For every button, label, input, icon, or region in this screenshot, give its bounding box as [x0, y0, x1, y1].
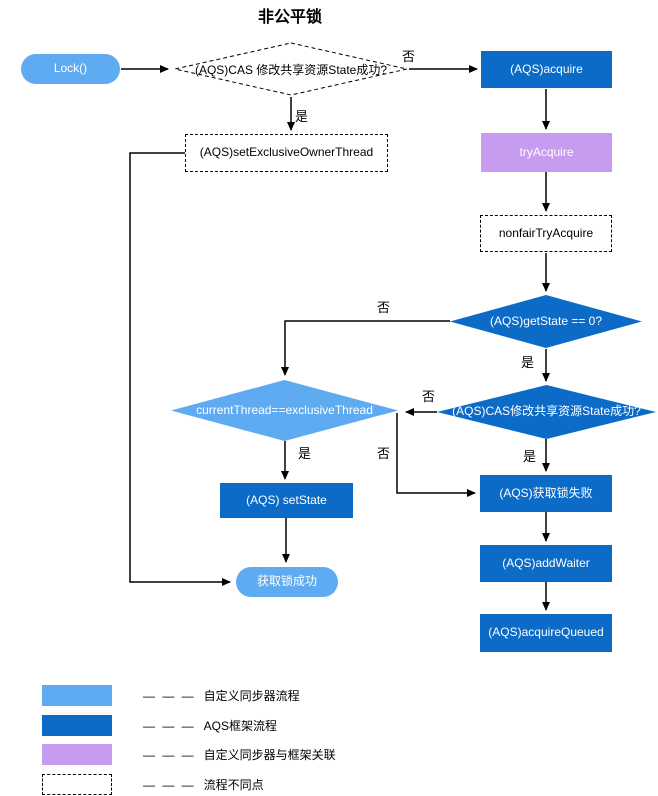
legend-text: 流程不同点: [203, 778, 264, 792]
legend-item-custom-sync-flow: — — — 自定义同步器流程: [143, 685, 300, 706]
node-add-waiter: (AQS)addWaiter: [480, 545, 612, 582]
edge-label-yes-top: 是: [295, 109, 309, 124]
edge-label-no-current: 否: [377, 446, 391, 461]
decision-cas-top-label: (AQS)CAS 修改共享资源State成功?: [194, 62, 388, 77]
edge-label-yes-cas: 是: [523, 449, 537, 464]
decision-cas-state: (AQS)CAS修改共享资源State成功?: [437, 385, 656, 439]
node-set-state: (AQS) setState: [220, 483, 353, 518]
legend-swatch-light-blue: [42, 685, 112, 706]
node-acquire: (AQS)acquire: [481, 51, 612, 88]
legend-swatch-purple: [42, 744, 112, 765]
end-node-success: 获取锁成功: [236, 567, 338, 597]
node-nonfair-try-acquire: nonfairTryAcquire: [480, 215, 612, 252]
legend-text: 自定义同步器与框架关联: [203, 748, 336, 762]
node-try-acquire: tryAcquire: [481, 133, 612, 172]
decision-get-state: (AQS)getState == 0?: [450, 295, 642, 348]
edge-label-no-getstate: 否: [377, 300, 391, 315]
legend-item-aqs-flow: — — — AQS框架流程: [143, 715, 277, 736]
legend-swatch-dark-blue: [42, 715, 112, 736]
edge-label-no-top: 否: [402, 49, 416, 64]
legend-text: AQS框架流程: [203, 719, 278, 733]
legend-swatch-dashed: [42, 774, 112, 795]
legend-item-custom-framework-link: — — — 自定义同步器与框架关联: [143, 744, 336, 765]
node-acquire-fail: (AQS)获取锁失败: [480, 475, 612, 512]
legend-dash: — — —: [143, 777, 196, 792]
legend-item-flow-difference: — — — 流程不同点: [143, 774, 264, 795]
diagram-title: 非公平锁: [257, 9, 322, 26]
legend-dash: — — —: [143, 688, 196, 703]
decision-cas-top: (AQS)CAS 修改共享资源State成功?: [173, 42, 409, 96]
edge-label-yes-getstate: 是: [521, 355, 535, 370]
edge-label-no-cas: 否: [422, 389, 436, 404]
legend-dash: — — —: [143, 718, 196, 733]
legend-dash: — — —: [143, 747, 196, 762]
edge-label-yes-current: 是: [298, 446, 312, 461]
legend-text: 自定义同步器流程: [203, 689, 300, 703]
node-set-exclusive-owner-thread: (AQS)setExclusiveOwnerThread: [185, 134, 388, 172]
node-acquire-queued: (AQS)acquireQueued: [480, 614, 612, 652]
decision-current-thread: currentThread==exclusiveThread: [171, 380, 398, 441]
start-node-lock: Lock(): [21, 54, 120, 84]
